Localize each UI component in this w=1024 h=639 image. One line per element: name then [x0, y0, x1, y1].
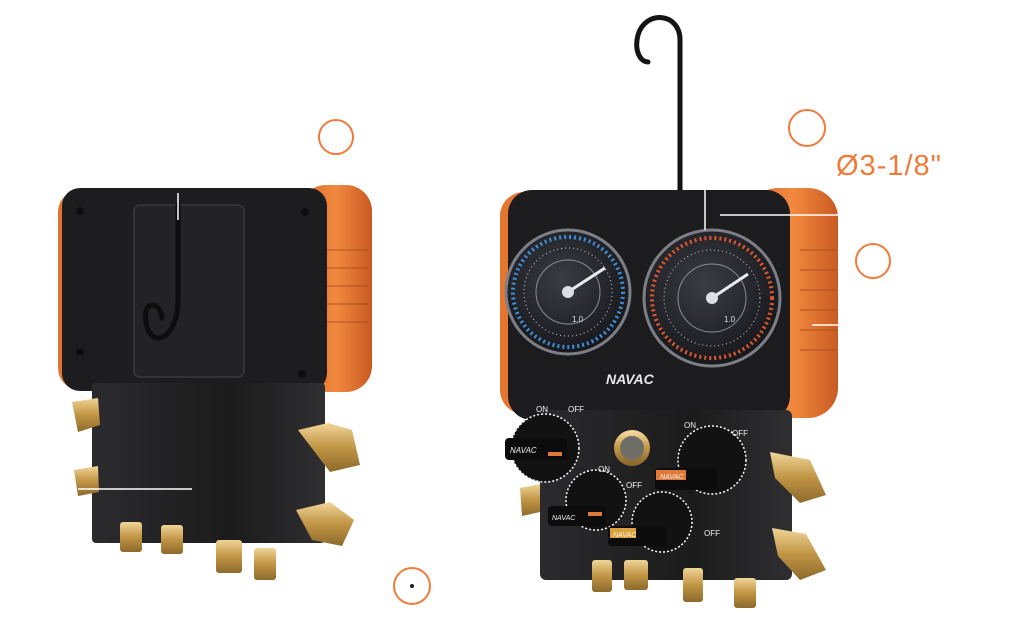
hanging-hook	[142, 202, 181, 341]
sight-glass	[614, 430, 650, 466]
gauge-diameter-label: Ø3-1/8"	[836, 150, 942, 182]
top-hook	[634, 15, 683, 193]
valve-on-label-2: ON	[684, 421, 696, 430]
callout-ring-hook	[318, 119, 354, 155]
knob-brand-high: NAVAC	[660, 474, 684, 481]
left-manifold-block	[92, 383, 325, 543]
valve-knob-low[interactable]: NAVAC ON OFF	[505, 405, 584, 483]
valve-off-label-1: OFF	[568, 405, 584, 414]
valve-knob-high[interactable]: NAVAC ON OFF	[655, 421, 748, 495]
low-pressure-gauge	[504, 228, 632, 356]
low-gauge-scale-label: 1.0	[572, 315, 584, 324]
valve-off-label-2: OFF	[732, 429, 748, 438]
callout-ring-port	[393, 567, 431, 605]
knob-brand-vacuum: NAVAC	[552, 515, 576, 522]
callout-ring-diameter	[788, 109, 826, 147]
valve-off-label-4: OFF	[704, 529, 720, 538]
callout-leaders	[78, 130, 840, 490]
valve-on-label-1: ON	[536, 405, 548, 414]
high-gauge-scale-label: 1.0	[724, 315, 736, 324]
high-pressure-gauge	[642, 228, 782, 368]
right-gauge-manifold-front: 1.0 1.0 NAVAC NAVAC ON OFF	[500, 15, 838, 608]
brand-logo: NAVAC	[606, 371, 655, 387]
valve-off-label-3: OFF	[626, 481, 642, 490]
knob-brand-low: NAVAC	[510, 446, 537, 455]
left-gauge-manifold-rear	[58, 185, 372, 580]
valve-knob-refrigerant[interactable]: NAVAC OFF	[608, 491, 720, 553]
valve-knob-vacuum[interactable]: NAVAC ON OFF	[548, 465, 642, 531]
knob-brand-refrigerant: NAVAC	[613, 532, 637, 539]
callout-ring-bumper	[855, 243, 891, 279]
valve-on-label-3: ON	[598, 465, 610, 474]
